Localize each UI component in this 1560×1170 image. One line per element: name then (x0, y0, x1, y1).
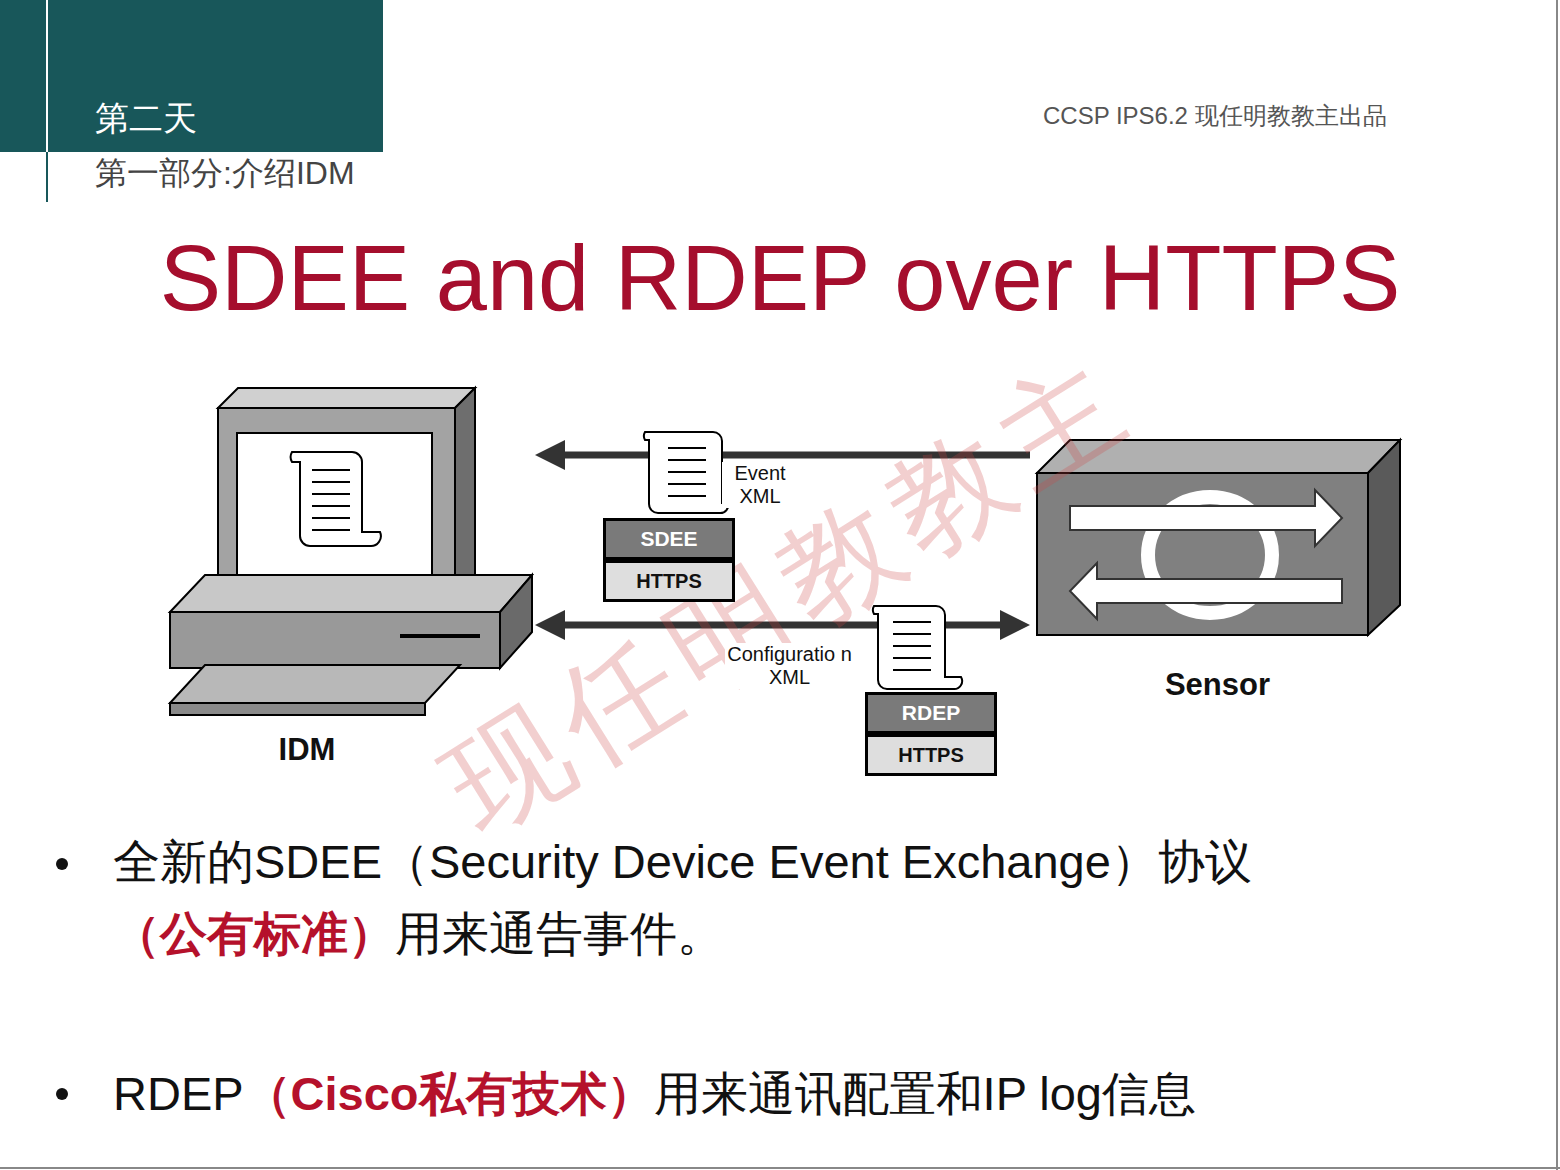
shape-part (312, 529, 350, 531)
computer-icon (170, 388, 532, 715)
node-label: SDEE (640, 527, 697, 551)
shape-part (873, 606, 962, 689)
shape-part (170, 612, 500, 668)
header-credit: CCSP IPS6.2 现任明教教主出品 (1043, 100, 1387, 132)
document-scroll (644, 432, 728, 513)
bullet-emphasis: （Cisco私有技术） (244, 1067, 654, 1120)
shape-part (312, 481, 350, 483)
shape-part (644, 432, 728, 513)
shape-part (500, 575, 532, 668)
shape-part (1070, 563, 1342, 619)
node-label: RDEP (902, 701, 960, 725)
bullet-dot (56, 858, 68, 870)
node-label: HTTPS (636, 570, 702, 593)
protocol-box: HTTPS (603, 560, 735, 602)
shape-part (668, 495, 706, 497)
shape-part (535, 440, 565, 470)
shape-part (893, 657, 931, 659)
shape-part (170, 665, 460, 703)
bullet-dot (56, 1088, 68, 1100)
header-block (0, 0, 383, 152)
shape-part (312, 469, 350, 471)
bullet-paragraph: 全新的SDEE（Security Device Event Exchange）协… (113, 826, 1533, 970)
header-rule (46, 152, 48, 202)
shape-part (1368, 440, 1400, 635)
computer-node: IDM (165, 385, 535, 770)
page-border (1556, 0, 1558, 1170)
shape-part (893, 633, 931, 635)
bullet-text: RDEP (113, 1067, 244, 1120)
shape-part (312, 505, 350, 507)
protocol-box: RDEP (865, 692, 997, 734)
shape-part (1000, 610, 1030, 640)
bullet-text: 全新的SDEE（Security Device Event Exchange）协… (113, 835, 1252, 888)
sensor-icon (1037, 440, 1400, 635)
bullet-text: 用来通讯配置和IP log信息 (654, 1067, 1196, 1120)
shape-part (455, 388, 475, 598)
shape-part (668, 483, 706, 485)
shape-part (893, 645, 931, 647)
shape-part (561, 452, 1030, 459)
bullet-emphasis: （公有标准） (113, 907, 395, 960)
shape-part (893, 621, 931, 623)
edge-label: Configuratio n XML (725, 643, 854, 689)
node-label: IDM (279, 732, 336, 768)
watermark: 现任明教教主 (417, 320, 1163, 869)
sensor-node: Sensor (1030, 435, 1405, 705)
bullet-paragraph: RDEP（Cisco私有技术）用来通讯配置和IP log信息 (113, 1058, 1533, 1130)
shape-part (170, 703, 425, 715)
section-label: 第一部分:介绍IDM (95, 152, 355, 196)
edge-label: Event XML (722, 462, 798, 508)
protocol-box: SDEE (603, 518, 735, 560)
shape-part (237, 433, 432, 578)
bullet-text: 用来通告事件。 (395, 907, 724, 960)
header-rule (46, 0, 48, 152)
document-scroll (291, 452, 381, 546)
node-label: HTTPS (898, 744, 964, 767)
shape-part (668, 459, 706, 461)
page-border (0, 1167, 1560, 1169)
protocol-box: HTTPS (865, 734, 997, 776)
document-scroll (873, 606, 962, 689)
node-label: Sensor (1165, 667, 1270, 703)
shape-part (312, 493, 350, 495)
shape-part (291, 452, 381, 546)
day-label: 第二天 (95, 96, 197, 142)
shape-part (312, 517, 350, 519)
shape-part (218, 408, 455, 598)
shape-part (535, 610, 565, 640)
connector-arrow (535, 610, 1030, 640)
shape-part (1037, 473, 1368, 635)
shape-part (1070, 490, 1342, 546)
shape-part (668, 447, 706, 449)
shape-part (1037, 440, 1400, 473)
shape-part (893, 669, 931, 671)
slide-title: SDEE and RDEP over HTTPS (0, 228, 1560, 328)
shape-part (668, 471, 706, 473)
shape-part (400, 634, 480, 638)
shape-part (170, 575, 532, 612)
shape-part (218, 388, 475, 408)
